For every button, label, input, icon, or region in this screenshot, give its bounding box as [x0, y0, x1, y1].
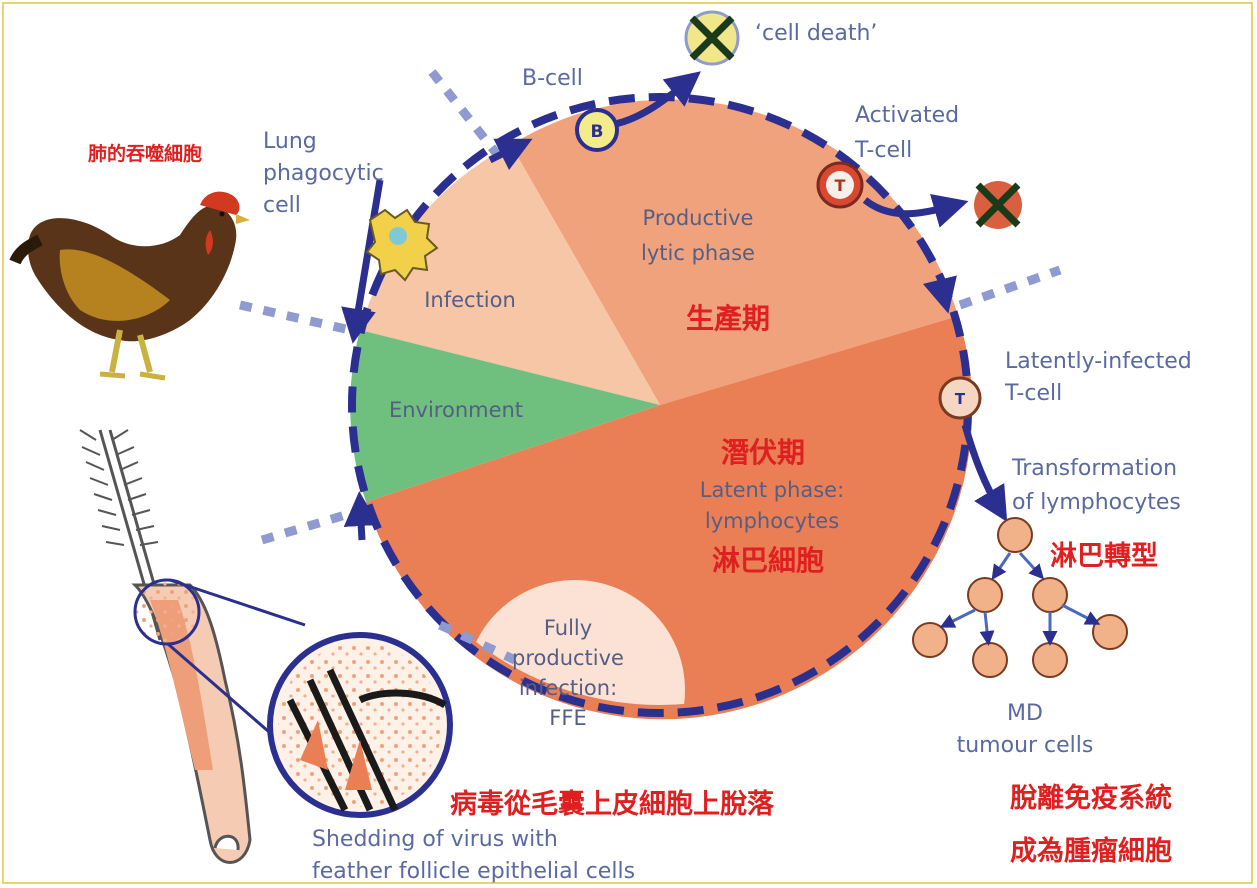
transformation-label-1: Transformation: [1011, 456, 1177, 481]
escape-cn-label-2: 成為腫瘤細胞: [1010, 835, 1172, 867]
ffe-label-4: FFE: [549, 706, 586, 730]
activated-t-cell-icon: T: [818, 163, 862, 207]
shedding-label-1: Shedding of virus with: [312, 827, 558, 852]
lymph-cn-label: 淋巴細胞: [712, 544, 824, 577]
shedding-cn-label: 病毒從毛囊上皮細胞上脫落: [450, 789, 775, 820]
escape-cn-label-1: 脫離免疫系統: [1010, 782, 1172, 814]
latently-label-2: T-cell: [1004, 381, 1062, 406]
lung-cn-label: 肺的吞噬細胞: [88, 142, 202, 165]
environment-label: Environment: [389, 398, 523, 422]
ffe-label-3: infection:: [519, 676, 617, 700]
tumour-cell: [1033, 643, 1067, 677]
md-label-1: MD: [1007, 701, 1043, 726]
tumour-cell: [913, 623, 947, 657]
transformation-label-2: of lymphocytes: [1012, 490, 1181, 515]
md-label-2: tumour cells: [957, 733, 1094, 758]
lung-label-2: phagocytic: [263, 161, 384, 186]
b-cell-icon: B: [577, 110, 617, 150]
latent-t-cell-icon: T: [940, 378, 980, 418]
b-cell-label: B-cell: [522, 66, 583, 91]
lymphocyte-cell: [998, 518, 1032, 552]
transformation-cn-label: 淋巴轉型: [1050, 541, 1158, 572]
productive-label-1: Productive: [643, 206, 754, 230]
chicken-illustration: [15, 192, 250, 378]
shedding-label-2: feather follicle epithelial cells: [312, 859, 635, 884]
lymphocyte-cell: [1033, 578, 1067, 612]
magnified-follicle-view: [270, 635, 450, 815]
lung-label-3: cell: [263, 193, 301, 218]
ffe-label-2: productive: [512, 646, 624, 670]
activated-t-letter: T: [835, 176, 846, 195]
latent-cn-label: 潛伏期: [721, 436, 805, 469]
lymphocyte-cell: [968, 578, 1002, 612]
activated-t-label-2: T-cell: [854, 138, 912, 163]
tumour-cell: [1093, 615, 1127, 649]
cell-death-label: ‘cell death’: [755, 21, 877, 46]
latent-label-2: lymphocytes: [705, 509, 839, 533]
productive-label-2: lytic phase: [641, 241, 755, 265]
latent-label-1: Latent phase:: [700, 478, 844, 502]
productive-cn-label: 生產期: [686, 302, 770, 335]
ffe-label-1: Fully: [544, 616, 592, 640]
b-cell-letter: B: [591, 122, 604, 142]
tumour-cell: [973, 643, 1007, 677]
latently-label-1: Latently-infected: [1005, 349, 1192, 374]
infection-label: Infection: [424, 288, 516, 312]
cell-death-icon: [686, 12, 738, 64]
t-cell-death-icon: [974, 181, 1022, 229]
latent-t-letter: T: [955, 390, 966, 408]
lung-label-1: Lung: [263, 129, 317, 154]
activated-t-label-1: Activated: [855, 103, 959, 128]
feather-follicle-illustration: [80, 430, 330, 863]
